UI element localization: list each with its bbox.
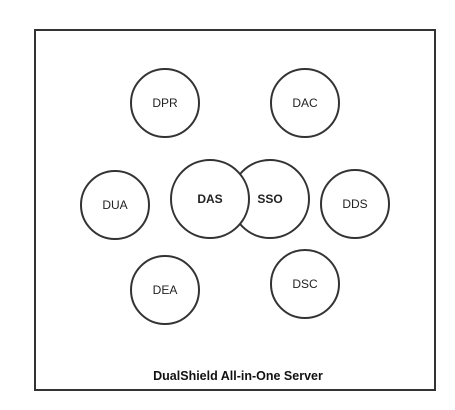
node-dua-label: DUA (102, 198, 127, 212)
node-dea-circle (130, 255, 200, 325)
node-das: DAS (170, 159, 250, 239)
node-dsc-label: DSC (292, 277, 318, 291)
server-caption: DualShield All-in-One Server (153, 369, 323, 383)
node-sso-label: SSO (257, 192, 282, 206)
node-dac-label: DAC (292, 96, 318, 110)
node-das-circle (170, 159, 250, 239)
node-dsc: DSC (270, 249, 340, 319)
node-dds-label: DDS (342, 197, 367, 211)
node-dds-circle (320, 169, 390, 239)
node-dac-circle (270, 68, 340, 138)
node-dua: DUA (80, 170, 150, 240)
node-sso: SSO (230, 159, 310, 239)
node-das-label: DAS (197, 192, 222, 206)
node-dea: DEA (130, 255, 200, 325)
node-dpr: DPR (130, 68, 200, 138)
node-dds: DDS (320, 169, 390, 239)
node-dpr-circle (130, 68, 200, 138)
node-dua-circle (80, 170, 150, 240)
node-dac: DAC (270, 68, 340, 138)
node-dpr-label: DPR (152, 96, 178, 110)
node-dea-label: DEA (153, 283, 178, 297)
node-dsc-circle (270, 249, 340, 319)
